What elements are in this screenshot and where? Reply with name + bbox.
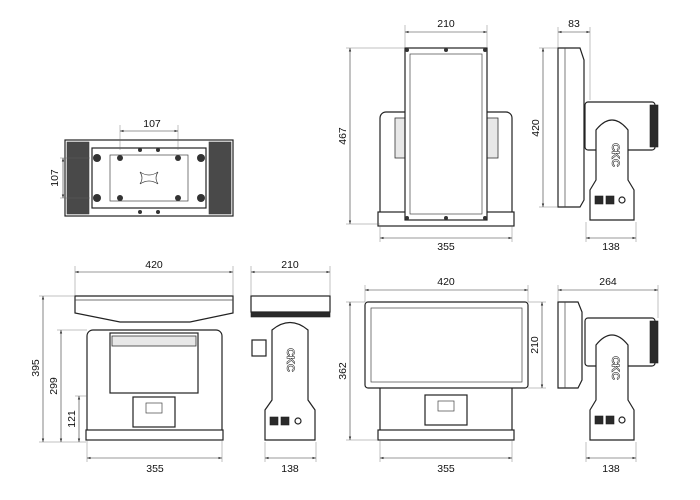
dim-side-panel-depth: 264 bbox=[599, 276, 617, 288]
dim-front-flat-lower-height: 121 bbox=[66, 410, 78, 428]
dim-side-tilted-panel-height: 420 bbox=[530, 119, 542, 137]
side-flat-view: CKC 210 138 bbox=[250, 259, 331, 475]
logo: CKC bbox=[284, 348, 296, 372]
side-tilted-view: CKC 83 420 138 bbox=[530, 18, 659, 253]
dim-top-width: 107 bbox=[143, 118, 161, 130]
dim-front-flat-base-width: 355 bbox=[146, 463, 164, 475]
dim-side-tilted-panel-depth: 83 bbox=[568, 18, 580, 30]
logo: CKC bbox=[609, 143, 621, 167]
side-panel-view: CKC 264 138 bbox=[557, 276, 659, 475]
top-view: 107 107 bbox=[49, 118, 234, 217]
front-panel-view: 420 362 210 355 bbox=[337, 276, 546, 475]
dim-side-panel-base-width: 138 bbox=[602, 463, 620, 475]
dim-front-panel-base-width: 355 bbox=[437, 463, 455, 475]
dim-top-height: 107 bbox=[49, 169, 61, 187]
front-tilted-view: 210 467 355 bbox=[337, 18, 515, 253]
dim-front-flat-body-height: 299 bbox=[48, 377, 60, 395]
logo: CKC bbox=[609, 356, 621, 380]
dim-front-flat-total-height: 395 bbox=[30, 359, 42, 377]
dim-side-flat-base-width: 138 bbox=[281, 463, 299, 475]
dim-front-flat-panel-width: 420 bbox=[145, 259, 163, 271]
dim-side-flat-panel-depth: 210 bbox=[281, 259, 299, 271]
dim-front-panel-width: 420 bbox=[437, 276, 455, 288]
front-flat-view: 420 395 299 121 355 bbox=[30, 259, 234, 475]
dim-front-panel-total-height: 362 bbox=[337, 362, 349, 380]
dim-front-tilted-base-width: 355 bbox=[437, 241, 455, 253]
dim-front-panel-height: 210 bbox=[529, 336, 541, 354]
dim-front-tilted-height: 467 bbox=[337, 127, 349, 145]
dim-front-tilted-panel-width: 210 bbox=[437, 18, 455, 30]
dim-side-tilted-base-width: 138 bbox=[602, 241, 620, 253]
